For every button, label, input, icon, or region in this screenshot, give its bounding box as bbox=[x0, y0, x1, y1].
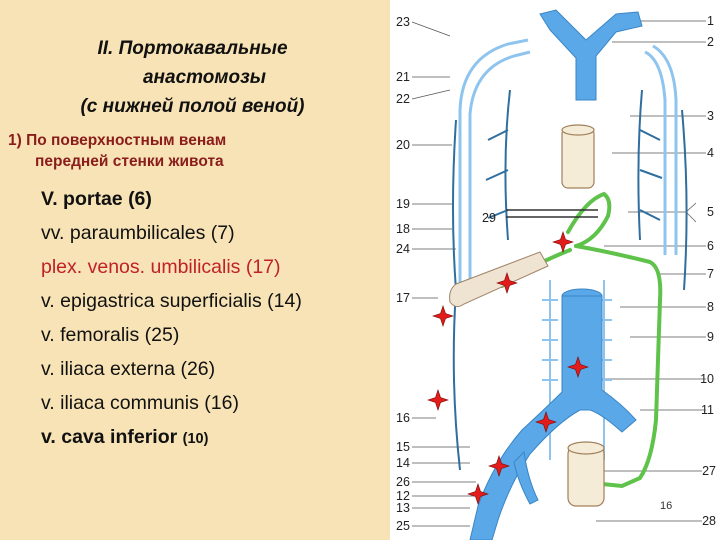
anastomosis-markers bbox=[427, 231, 589, 505]
marker-star bbox=[496, 272, 518, 294]
inner-label-29: 29 bbox=[482, 211, 496, 225]
left-label-14: 14 bbox=[396, 456, 410, 470]
subtitle-line-1: 1) По поверхностным венам bbox=[8, 132, 227, 149]
anatomy-diagram: 23 21 22 20 19 18 24 17 16 15 14 26 12 1… bbox=[390, 0, 720, 540]
marker-star bbox=[552, 231, 574, 253]
left-label-15: 15 bbox=[396, 440, 410, 454]
esophagus bbox=[561, 124, 595, 189]
right-label-8: 8 bbox=[707, 300, 714, 314]
left-label-25: 25 bbox=[396, 519, 410, 533]
right-label-9: 9 bbox=[707, 330, 714, 344]
right-label-10: 10 bbox=[700, 372, 714, 386]
marker-star bbox=[467, 483, 489, 505]
vein-item-umbilicalis: plex. venos. umbilicalis (17) bbox=[41, 256, 281, 278]
vein-item-cava-inferior: v. cava inferior (10) bbox=[41, 420, 302, 456]
right-label-6: 6 bbox=[707, 239, 714, 253]
slide-subtitle: 1) По поверхностным венам передней стенк… bbox=[8, 130, 388, 172]
vein-item-iliaca-externa: v. iliaca externa (26) bbox=[41, 358, 216, 380]
left-label-22: 22 bbox=[396, 92, 410, 106]
title-line-1: II. Портокавальные bbox=[97, 38, 288, 59]
left-label-26: 26 bbox=[396, 475, 410, 489]
vein-item-epigastrica: v. epigastrica superficialis (14) bbox=[41, 290, 302, 312]
right-label-3: 3 bbox=[707, 109, 714, 123]
left-label-21: 21 bbox=[396, 70, 410, 84]
superior-vena-cava bbox=[539, 9, 643, 101]
vein-item-paraumbilicales: vv. paraumbilicales (7) bbox=[41, 222, 235, 244]
diagram-svg: 23 21 22 20 19 18 24 17 16 15 14 26 12 1… bbox=[396, 9, 716, 540]
vein-item-cava-inferior-text: v. cava inferior bbox=[41, 426, 178, 448]
left-label-12: 12 bbox=[396, 489, 410, 503]
page-number: 16 bbox=[660, 500, 672, 512]
marker-star bbox=[432, 305, 454, 327]
vein-item-cava-inferior-number: (10) bbox=[182, 431, 209, 447]
vein-list: V. portae (6) vv. paraumbilicales (7) pl… bbox=[41, 182, 302, 456]
right-label-2: 2 bbox=[707, 35, 714, 49]
rectum bbox=[567, 441, 605, 507]
vein-item-femoralis: v. femoralis (25) bbox=[41, 324, 180, 346]
right-label-5: 5 bbox=[707, 205, 714, 219]
left-label-19: 19 bbox=[396, 197, 410, 211]
right-label-7: 7 bbox=[707, 267, 714, 281]
marker-star bbox=[427, 389, 449, 411]
right-label-28: 28 bbox=[702, 514, 716, 528]
left-label-16: 16 bbox=[396, 411, 410, 425]
left-label-13: 13 bbox=[396, 501, 410, 515]
title-line-3: (с нижней полой веной) bbox=[80, 96, 305, 117]
body-outline bbox=[458, 38, 678, 290]
right-label-27: 27 bbox=[702, 464, 716, 478]
vein-item-iliaca-communis: v. iliaca communis (16) bbox=[41, 392, 239, 414]
subtitle-line-2: передней стенки живота bbox=[35, 153, 224, 170]
left-label-17: 17 bbox=[396, 291, 410, 305]
right-label-4: 4 bbox=[707, 146, 714, 160]
left-label-24: 24 bbox=[396, 242, 410, 256]
slide-title: II. Портокавальные анастомозы (с нижней … bbox=[0, 34, 385, 121]
marker-star bbox=[567, 356, 589, 378]
inferior-vena-cava bbox=[469, 288, 637, 540]
title-line-2: анастомозы bbox=[142, 67, 266, 88]
right-label-1: 1 bbox=[707, 14, 714, 28]
vein-item-portae: V. portae (6) bbox=[41, 188, 152, 210]
right-label-11: 11 bbox=[701, 403, 714, 417]
left-label-23: 23 bbox=[396, 15, 410, 29]
marker-star bbox=[535, 411, 557, 433]
umbilical-ligament bbox=[449, 251, 549, 308]
left-label-20: 20 bbox=[396, 138, 410, 152]
left-label-18: 18 bbox=[396, 222, 410, 236]
marker-star bbox=[488, 455, 510, 477]
leader-lines bbox=[411, 20, 706, 527]
